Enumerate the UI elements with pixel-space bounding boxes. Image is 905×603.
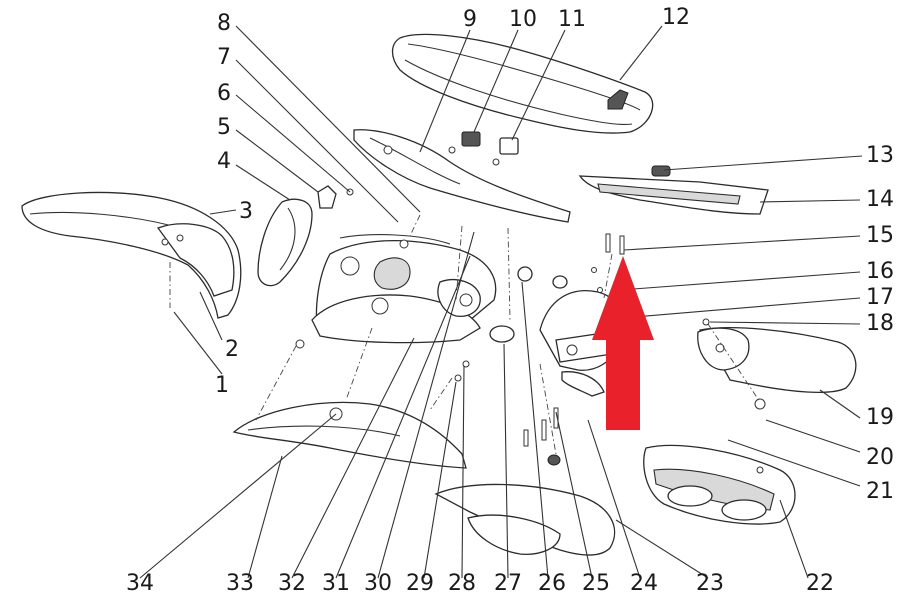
label-8: 8: [217, 11, 231, 36]
red-up-arrow: [592, 256, 654, 430]
part-rear-trim-strip: [578, 165, 769, 215]
label-17: 17: [866, 285, 894, 310]
label-32: 32: [278, 571, 306, 596]
label-30: 30: [364, 571, 392, 596]
assembly-lines: [169, 214, 761, 455]
part-clip: [448, 131, 519, 166]
label-5: 5: [217, 115, 231, 140]
label-10: 10: [509, 7, 537, 32]
label-6: 6: [217, 81, 231, 106]
label-28: 28: [448, 571, 476, 596]
label-2: 2: [225, 337, 239, 362]
label-34: 34: [126, 571, 154, 596]
label-24: 24: [630, 571, 658, 596]
label-19: 19: [866, 405, 894, 430]
label-14: 14: [866, 187, 894, 212]
label-29: 29: [406, 571, 434, 596]
part-number-labels: 1 2 3 4 5 6 7 8 9 10 11 12 13 14 15 16 1…: [126, 5, 894, 596]
part-front-guard: [257, 198, 313, 287]
label-27: 27: [494, 571, 522, 596]
part-battery-tray: [643, 444, 796, 525]
part-screws: [454, 360, 561, 466]
part-rear-fender: [697, 318, 857, 410]
label-3: 3: [239, 199, 253, 224]
label-16: 16: [866, 259, 894, 284]
label-21: 21: [866, 479, 894, 504]
label-23: 23: [696, 571, 724, 596]
label-18: 18: [866, 311, 894, 336]
part-lower-side-panel: [232, 339, 467, 469]
label-22: 22: [806, 571, 834, 596]
label-7: 7: [217, 45, 231, 70]
label-15: 15: [866, 223, 894, 248]
label-13: 13: [866, 143, 894, 168]
label-1: 1: [215, 373, 229, 398]
part-frame-airbox: [311, 234, 497, 344]
label-4: 4: [217, 149, 231, 174]
label-33: 33: [226, 571, 254, 596]
label-25: 25: [582, 571, 610, 596]
part-small-cap: [317, 185, 354, 209]
label-12: 12: [662, 5, 690, 30]
label-31: 31: [322, 571, 350, 596]
part-bolt-set: [591, 233, 625, 293]
part-upper-side-panel: [353, 129, 571, 223]
label-26: 26: [538, 571, 566, 596]
leader-lines: [139, 25, 863, 579]
part-grommet: [489, 266, 568, 343]
label-9: 9: [463, 7, 477, 32]
part-front-fender: [21, 191, 242, 319]
label-20: 20: [866, 445, 894, 470]
part-lower-rear-panel: [434, 483, 616, 556]
label-11: 11: [558, 7, 586, 32]
